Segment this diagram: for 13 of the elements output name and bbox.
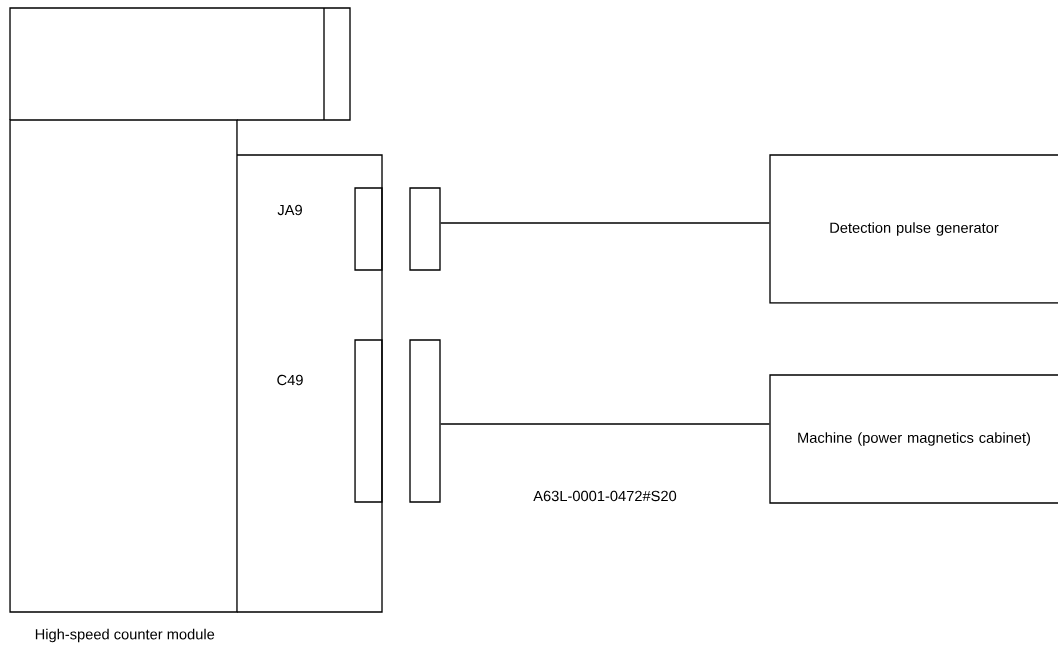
- connector-label: C49: [277, 374, 303, 386]
- connector-label: JA9: [277, 204, 302, 216]
- cable-line: [440, 423, 770, 425]
- connector-box: [409, 187, 441, 271]
- module-box: [9, 119, 238, 613]
- cable-label: A63L-0001-0472#S20: [533, 490, 677, 502]
- device-box: Detection pulse generator: [769, 154, 1058, 304]
- module-label: High-speed counter module: [35, 628, 215, 643]
- connector-box: [354, 187, 383, 271]
- device-box: Machine (power magnetics cabinet): [769, 374, 1058, 504]
- connector-box: [409, 339, 441, 503]
- connector-box: [354, 339, 383, 503]
- cable-line: [440, 222, 770, 224]
